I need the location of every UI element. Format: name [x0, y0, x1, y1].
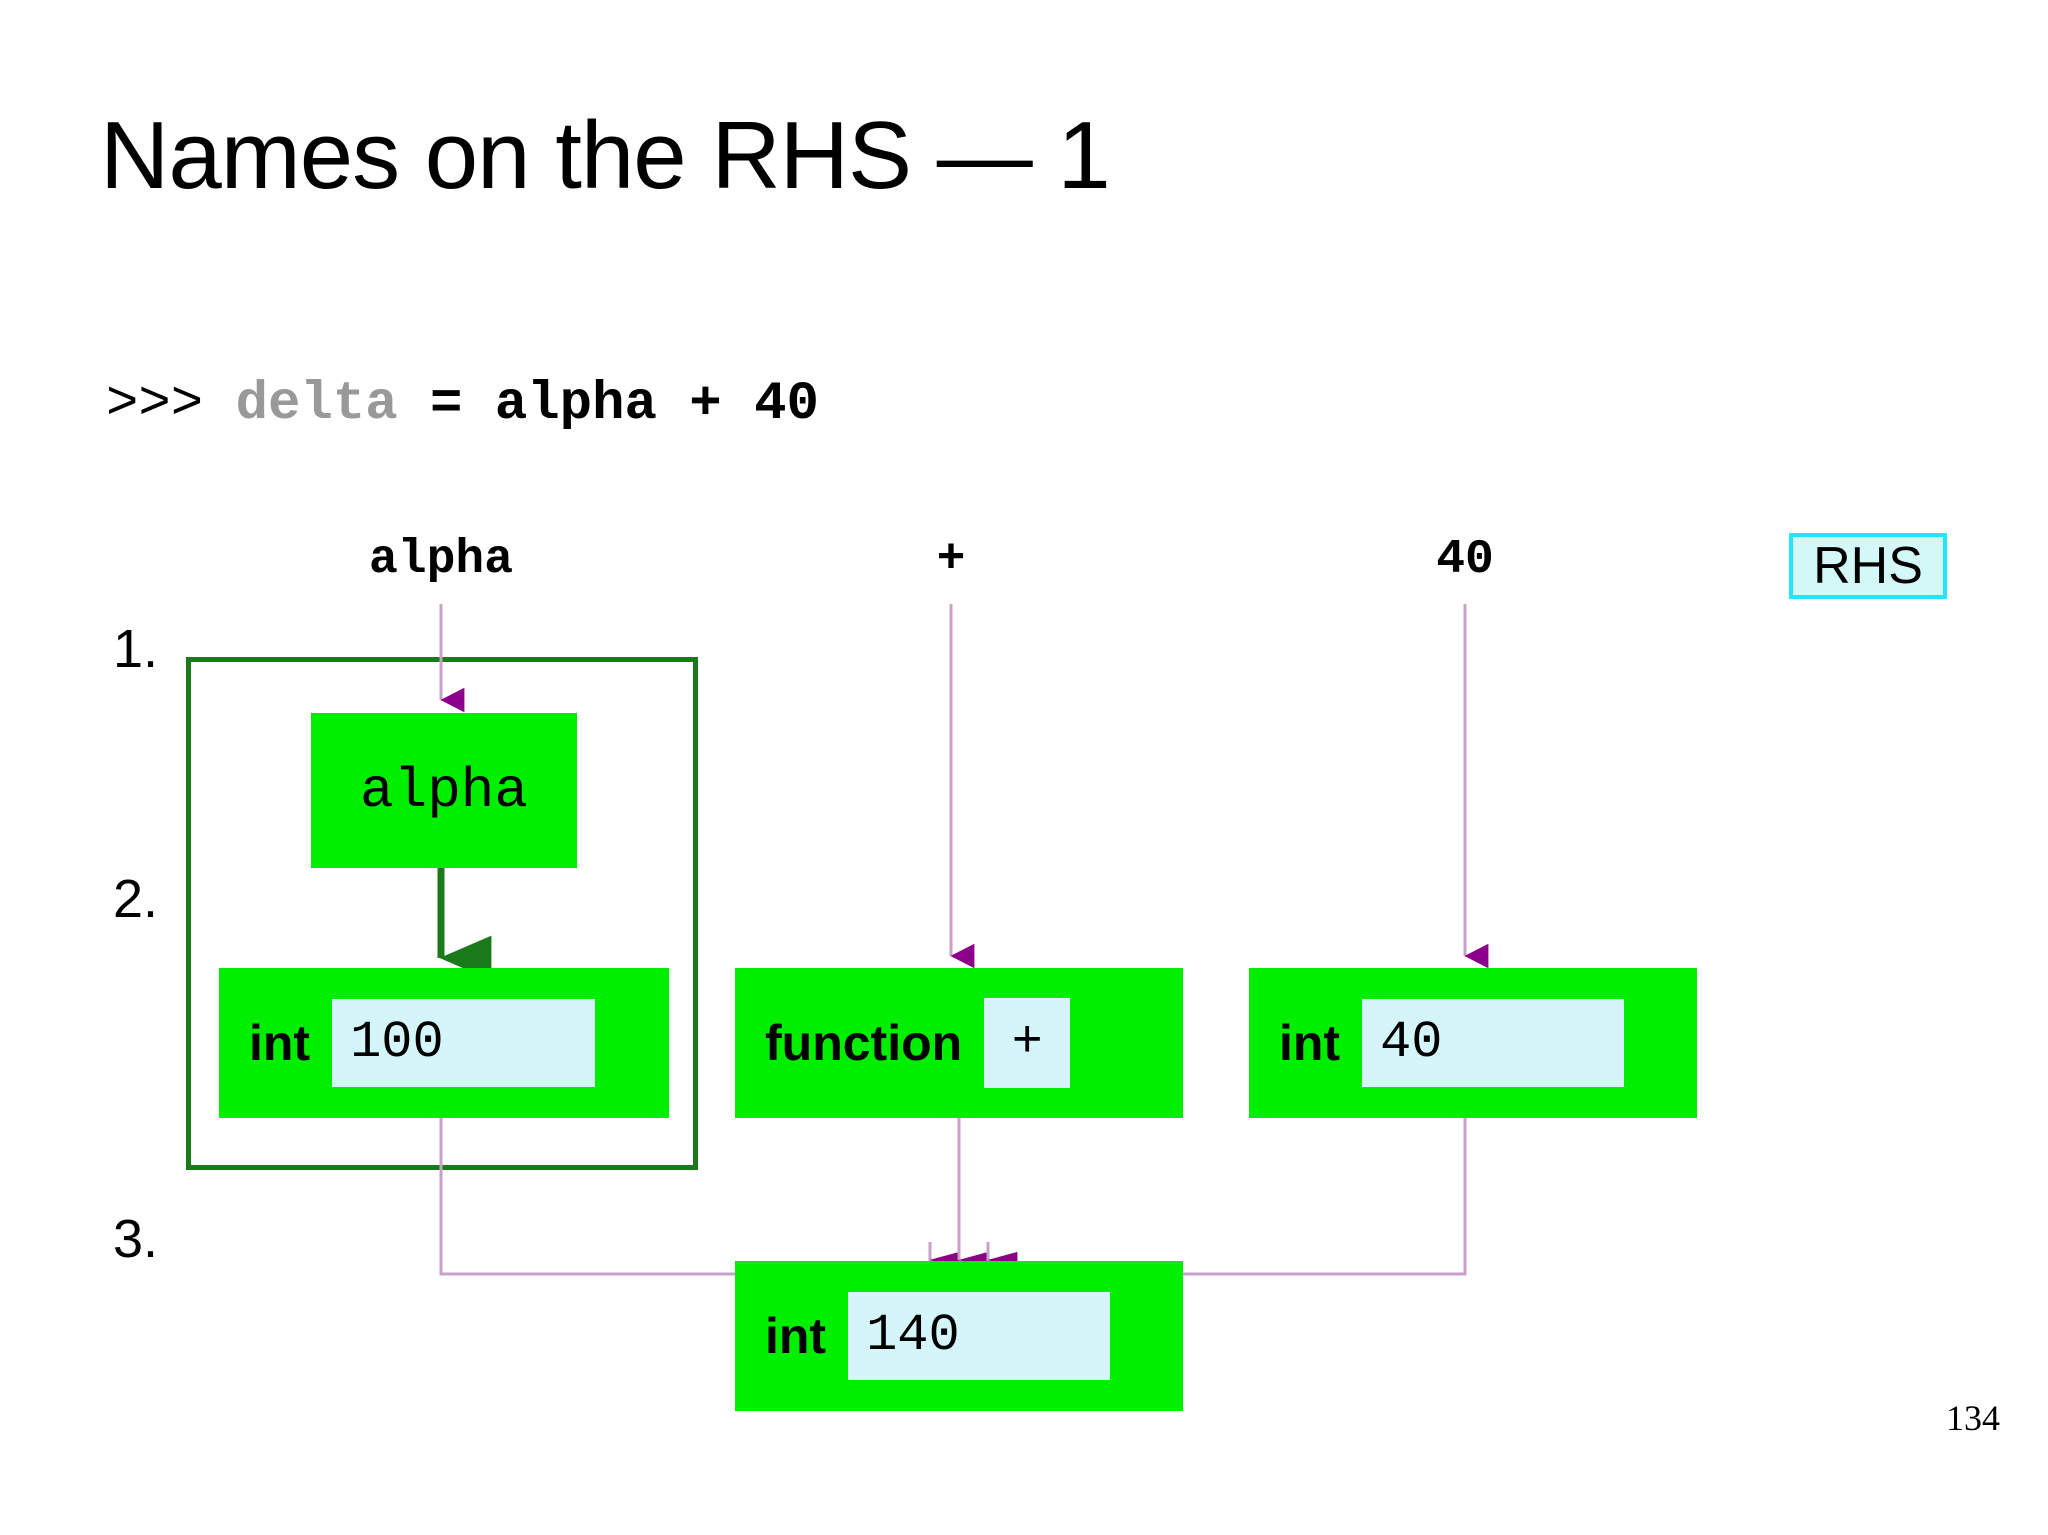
name-box-label: alpha — [359, 758, 529, 823]
object-type-label: int — [765, 1308, 827, 1364]
code-target-name: delta — [235, 374, 398, 435]
object-box-int-140-result: int 140 — [735, 1261, 1183, 1411]
code-assign-operator: = — [397, 374, 495, 435]
code-operand-name: alpha — [494, 374, 657, 435]
object-box-int-100: int 100 — [219, 968, 669, 1118]
code-line: >>> delta = alpha + 40 — [106, 378, 819, 432]
step-number-2: 2. — [113, 869, 159, 929]
rhs-badge: RHS — [1789, 533, 1947, 599]
object-value-field: + — [984, 998, 1071, 1088]
object-box-function-plus: function + — [735, 968, 1183, 1118]
step-number-3: 3. — [113, 1209, 159, 1269]
step-number-1: 1. — [113, 619, 159, 679]
page-title: Names on the RHS — 1 — [100, 102, 1111, 209]
page-number: 134 — [1946, 1398, 2000, 1438]
object-type-label: int — [1279, 1015, 1341, 1071]
object-value-field: 40 — [1362, 999, 1625, 1087]
column-label-alpha: alpha — [368, 533, 514, 587]
object-type-label: int — [249, 1015, 311, 1071]
object-box-int-40: int 40 — [1249, 968, 1697, 1118]
code-prompt: >>> — [106, 374, 236, 435]
code-operand-literal: 40 — [754, 374, 819, 435]
column-label-plus: + — [936, 533, 966, 587]
name-box-alpha: alpha — [311, 713, 577, 868]
object-value-field: 140 — [848, 1292, 1111, 1380]
arrow-int40-to-result — [986, 1118, 1467, 1276]
code-plus-operator: + — [656, 374, 755, 435]
object-type-label: function — [765, 1015, 963, 1071]
column-label-40: 40 — [1436, 533, 1494, 587]
object-value-field: 100 — [332, 999, 596, 1087]
